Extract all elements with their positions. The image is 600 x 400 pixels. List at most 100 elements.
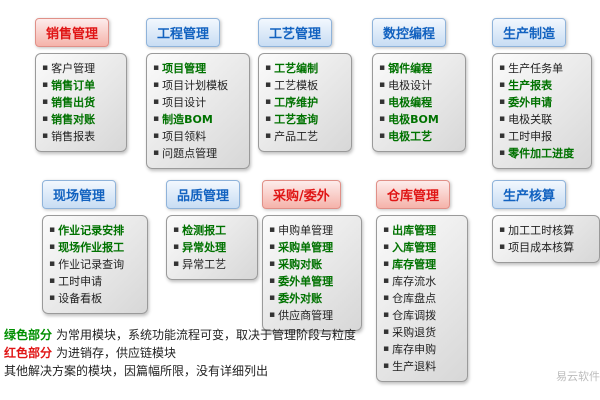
module-group-header: 采购/委外: [262, 180, 341, 209]
module-item: ▪生产任务单: [498, 60, 586, 77]
watermark: 易云软件: [556, 370, 600, 383]
module-item: ▪销售对账: [41, 111, 121, 128]
module-item: ▪库存申购: [382, 341, 462, 358]
module-item: ▪工时申报: [498, 128, 586, 145]
module-group-header: 销售管理: [35, 18, 110, 47]
bullet-icon: ▪: [269, 276, 276, 286]
module-item-label: 设备看板: [58, 292, 103, 305]
module-item-label: 委外单管理: [278, 275, 334, 288]
bullet-icon: ▪: [379, 97, 386, 107]
bullet-icon: ▪: [42, 63, 49, 73]
module-group-header: 仓库管理: [376, 180, 451, 209]
module-item-label: 采购对账: [278, 258, 323, 271]
module-item: ▪销售出货: [41, 94, 121, 111]
module-item: ▪设备看板: [48, 290, 142, 307]
bullet-icon: ▪: [42, 114, 49, 124]
module-item-label: 项目管理: [162, 62, 207, 75]
bullet-icon: ▪: [153, 97, 160, 107]
module-item: ▪出库管理: [382, 222, 462, 239]
bullet-icon: ▪: [383, 293, 390, 303]
bullet-icon: ▪: [379, 63, 386, 73]
bullet-icon: ▪: [153, 114, 160, 124]
bullet-icon: ▪: [383, 276, 390, 286]
legend-note-lead: 绿色部分: [4, 328, 53, 342]
module-item-label: 工序维护: [274, 96, 319, 109]
module-item-list: ▪钢件编程▪电极设计▪电极编程▪电极BOM▪电极工艺: [378, 60, 460, 145]
bullet-icon: ▪: [379, 114, 386, 124]
module-group-title: 现场管理: [53, 189, 106, 204]
module-item-label: 生产任务单: [508, 62, 564, 75]
module-item-label: 零件加工进度: [508, 147, 575, 160]
module-group-quality: 品质管理 ▪检测报工▪异常处理▪异常工艺: [166, 180, 258, 280]
module-item-label: 库存申购: [392, 343, 437, 356]
module-item-label: 客户管理: [51, 62, 96, 75]
module-item-label: 供应商管理: [278, 309, 334, 322]
module-group-title: 工艺管理: [269, 27, 322, 42]
bullet-icon: ▪: [383, 225, 390, 235]
module-group-body: ▪出库管理▪入库管理▪库存管理▪库存流水▪仓库盘点▪仓库调拨▪采购退货▪库存申购…: [376, 215, 468, 382]
module-group-title: 品质管理: [177, 189, 230, 204]
module-group-title: 生产制造: [503, 27, 556, 42]
legend-note-lead: 红色部分: [4, 346, 53, 360]
module-item: ▪仓库盘点: [382, 290, 462, 307]
module-item-list: ▪检测报工▪异常处理▪异常工艺: [172, 222, 252, 273]
module-item-label: 电极关联: [508, 113, 553, 126]
bullet-icon: ▪: [42, 97, 49, 107]
module-item: ▪工序维护: [264, 94, 346, 111]
module-group-header: 数控编程: [372, 18, 447, 47]
module-item: ▪工艺模板: [264, 77, 346, 94]
module-group-sales: 销售管理 ▪客户管理▪销售订单▪销售出货▪销售对账▪销售报表: [35, 18, 127, 152]
module-item-label: 申购单管理: [278, 224, 334, 237]
module-item: ▪项目设计: [152, 94, 244, 111]
module-item-label: 作业记录安排: [58, 224, 125, 237]
bullet-icon: ▪: [499, 242, 506, 252]
module-item-label: 销售订单: [51, 79, 96, 92]
module-group-engineering: 工程管理 ▪项目管理▪项目计划模板▪项目设计▪制造BOM▪项目领料▪问题点管理: [146, 18, 250, 169]
module-item: ▪问题点管理: [152, 145, 244, 162]
module-item-label: 电极工艺: [388, 130, 433, 143]
module-group-title: 销售管理: [46, 27, 99, 42]
module-item-label: 作业记录查询: [58, 258, 125, 271]
module-item: ▪供应商管理: [268, 307, 356, 324]
bullet-icon: ▪: [383, 327, 390, 337]
module-item-list: ▪申购单管理▪采购单管理▪采购对账▪委外单管理▪委外对账▪供应商管理: [268, 222, 356, 324]
bullet-icon: ▪: [49, 259, 56, 269]
bullet-icon: ▪: [153, 148, 160, 158]
module-item: ▪销售订单: [41, 77, 121, 94]
bullet-icon: ▪: [173, 259, 180, 269]
bullet-icon: ▪: [153, 131, 160, 141]
bullet-icon: ▪: [499, 80, 506, 90]
module-item: ▪工时申请: [48, 273, 142, 290]
module-group-body: ▪工艺编制▪工艺模板▪工序维护▪工艺查询▪产品工艺: [258, 53, 352, 152]
bullet-icon: ▪: [383, 344, 390, 354]
module-item-label: 电极设计: [388, 79, 433, 92]
bullet-icon: ▪: [265, 80, 272, 90]
bullet-icon: ▪: [49, 293, 56, 303]
module-item-label: 销售对账: [51, 113, 96, 126]
bullet-icon: ▪: [265, 131, 272, 141]
bullet-icon: ▪: [379, 80, 386, 90]
module-item: ▪项目管理: [152, 60, 244, 77]
module-item: ▪委外单管理: [268, 273, 356, 290]
module-item-label: 入库管理: [392, 241, 437, 254]
bullet-icon: ▪: [383, 242, 390, 252]
bullet-icon: ▪: [499, 97, 506, 107]
module-item: ▪检测报工: [172, 222, 252, 239]
legend-note-green: 绿色部分为常用模块，系统功能流程可变，取决于管理阶段与粒度: [4, 326, 356, 344]
bullet-icon: ▪: [153, 80, 160, 90]
module-group-body: ▪项目管理▪项目计划模板▪项目设计▪制造BOM▪项目领料▪问题点管理: [146, 53, 250, 169]
module-group-body: ▪钢件编程▪电极设计▪电极编程▪电极BOM▪电极工艺: [372, 53, 466, 152]
bullet-icon: ▪: [499, 63, 506, 73]
bullet-icon: ▪: [49, 242, 56, 252]
bullet-icon: ▪: [265, 114, 272, 124]
module-item-label: 销售出货: [51, 96, 96, 109]
module-group-accounting: 生产核算 ▪加工工时核算▪项目成本核算: [492, 180, 600, 263]
module-item: ▪电极工艺: [378, 128, 460, 145]
module-group-header: 生产制造: [492, 18, 567, 47]
bullet-icon: ▪: [269, 293, 276, 303]
module-item-label: 生产报表: [508, 79, 553, 92]
module-group-title: 工程管理: [157, 27, 210, 42]
bullet-icon: ▪: [499, 148, 506, 158]
module-item: ▪库存流水: [382, 273, 462, 290]
module-item: ▪作业记录查询: [48, 256, 142, 273]
